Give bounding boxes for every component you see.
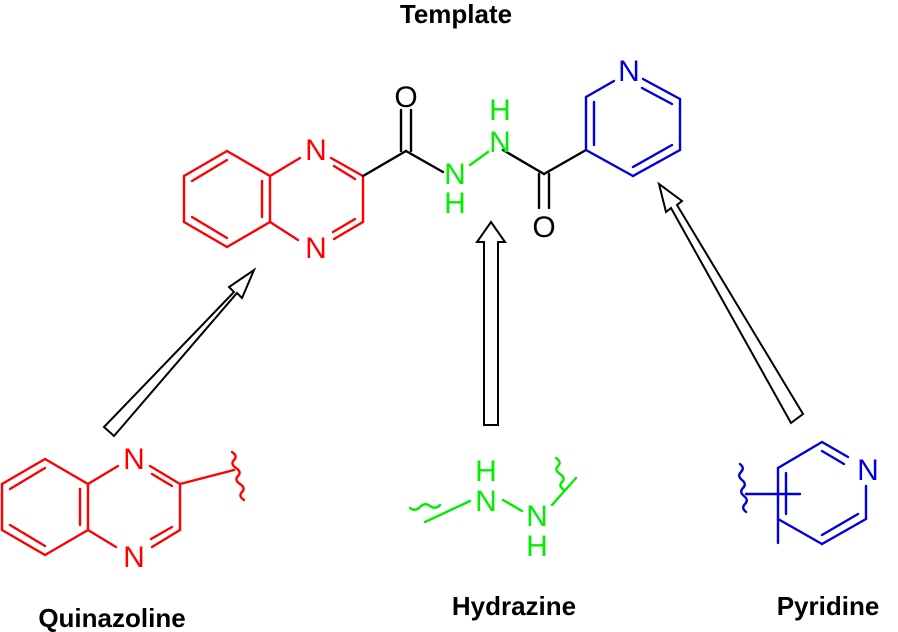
arrow-hydrazine bbox=[475, 220, 507, 426]
arrow-pyridine bbox=[657, 181, 805, 425]
hydrazine-n-atom: N bbox=[526, 500, 548, 533]
template-n-atom: N bbox=[489, 126, 511, 159]
template-o-atom: O bbox=[394, 81, 417, 114]
arrow-quinazoline bbox=[102, 267, 257, 438]
hydrazine-fragment: H N N H bbox=[408, 455, 578, 563]
template-carbonyl-linker bbox=[361, 108, 588, 210]
template-n-atom: N bbox=[444, 158, 466, 191]
hydrazine-h-atom: H bbox=[475, 455, 497, 488]
template-quinazoline-ring bbox=[182, 149, 365, 249]
template-pyridine-ring bbox=[584, 77, 682, 178]
template-hydrazine-bond bbox=[468, 150, 490, 167]
pyridine-n-atom: N bbox=[857, 454, 879, 487]
template-molecule: N N O O N H H N bbox=[182, 55, 682, 265]
quinazoline-n-atom: N bbox=[123, 541, 145, 574]
hydrazine-h-atom: H bbox=[526, 530, 548, 563]
template-n-atom: N bbox=[305, 134, 327, 167]
pyridine-fragment: N bbox=[738, 440, 879, 546]
template-h-atom: H bbox=[444, 187, 466, 220]
hydrazine-label: Hydrazine bbox=[452, 591, 576, 621]
template-title: Template bbox=[400, 0, 512, 29]
quinazoline-n-atom: N bbox=[123, 443, 145, 476]
template-h-atom: H bbox=[489, 94, 511, 127]
quinazoline-fragment: N N bbox=[0, 443, 246, 574]
template-n-atom: N bbox=[305, 232, 327, 265]
quinazoline-label: Quinazoline bbox=[38, 603, 185, 632]
template-o-atom: O bbox=[532, 211, 555, 244]
pyridine-label: Pyridine bbox=[777, 591, 880, 621]
template-n-atom: N bbox=[618, 55, 640, 88]
hydrazine-n-atom: N bbox=[475, 485, 497, 518]
